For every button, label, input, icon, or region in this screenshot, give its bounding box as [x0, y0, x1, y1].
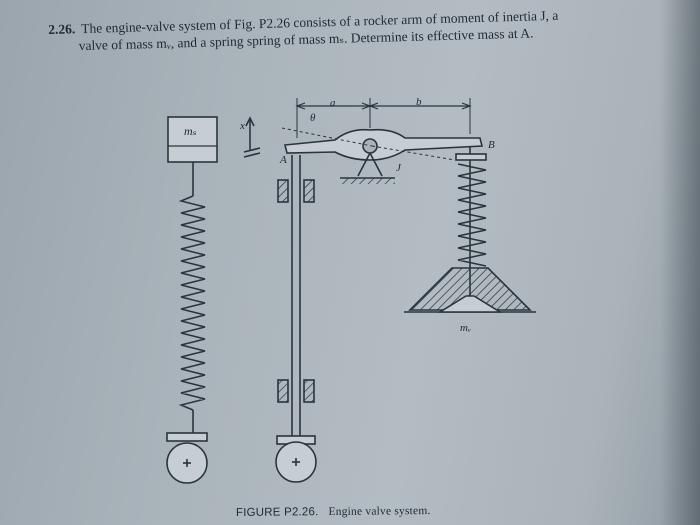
label-theta: θ [310, 112, 316, 124]
label-a: a [330, 97, 336, 109]
figure-caption-text: Engine valve system. [328, 504, 431, 519]
valve-spring [457, 163, 487, 267]
label-ms: mₛ [184, 124, 197, 138]
mass-block [167, 116, 218, 163]
figure-caption: FIGURE P2.26. Engine valve system. [236, 505, 431, 519]
label-mv: mᵥ [460, 322, 472, 334]
label-j: J [396, 162, 401, 174]
equivalent-model [166, 116, 261, 484]
label-point-b: B [488, 139, 495, 151]
page-edge-shadow [660, 0, 700, 525]
label-b: b [416, 96, 422, 108]
label-point-a: A [280, 154, 287, 166]
figure-label: FIGURE P2.26. [235, 506, 319, 520]
valve-mechanism [275, 98, 536, 483]
spring-coil [178, 195, 206, 411]
label-x: x [240, 120, 245, 132]
